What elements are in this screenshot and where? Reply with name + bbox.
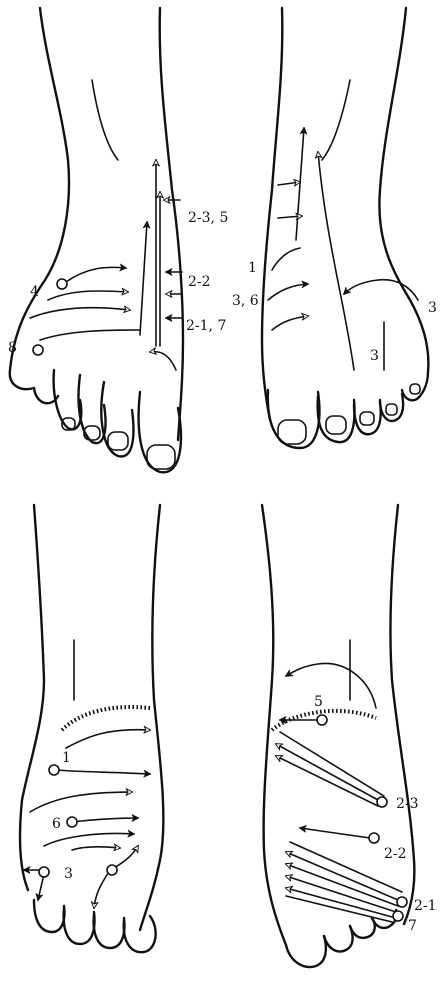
arrow-path xyxy=(318,152,354,370)
acupoint-marker xyxy=(49,765,59,775)
arrows xyxy=(268,128,418,370)
acupoint-marker xyxy=(393,911,403,921)
arrow-path xyxy=(272,248,300,270)
label: 8 xyxy=(8,340,17,356)
acupoint-marker xyxy=(33,345,43,355)
arrow-path xyxy=(66,730,150,748)
arrow-path xyxy=(278,216,302,218)
arrow-path xyxy=(276,756,378,806)
acupoint-marker xyxy=(377,797,387,807)
acupoint-marker xyxy=(107,865,117,875)
label: 1 xyxy=(248,260,257,276)
label: 7 xyxy=(408,918,417,934)
acupoint-marker xyxy=(317,715,327,725)
plantar-view-right-foot: 5 2-3 2-2 2-1 7 xyxy=(262,505,437,967)
label: 3, 6 xyxy=(232,293,259,309)
arrow-path xyxy=(56,770,150,774)
acupoint-marker xyxy=(67,817,77,827)
dorsal-view-left-foot: 1 3, 6 3 3 xyxy=(232,8,437,448)
label: 5 xyxy=(314,694,323,710)
arrows xyxy=(24,730,150,908)
arrow-path xyxy=(72,847,120,850)
arrow-path xyxy=(30,792,132,812)
acupoint-marker xyxy=(57,279,67,289)
label: 2-2 xyxy=(188,274,211,290)
label: 1 xyxy=(62,750,71,766)
arrow-path xyxy=(114,846,138,868)
arrow-path xyxy=(72,818,138,822)
dorsal-view-right-foot: 2-3, 5 2-2 2-1, 7 4 8 xyxy=(8,8,228,472)
acupoint-marker xyxy=(397,897,407,907)
plantar-view-left-foot: 1 6 3 xyxy=(20,505,163,952)
label: 2-3, 5 xyxy=(188,210,228,226)
arrow-path xyxy=(48,291,128,300)
label: 2-3 xyxy=(396,796,419,812)
arrow-path xyxy=(140,222,147,335)
arrow-path xyxy=(40,330,140,340)
arrow-path xyxy=(276,744,378,800)
arrow-path xyxy=(38,874,44,900)
arrow-path xyxy=(296,128,304,240)
foot-outline xyxy=(10,8,183,472)
foot-outline xyxy=(262,8,428,448)
arrow-path xyxy=(94,870,110,908)
arrow-path xyxy=(66,267,126,282)
label: 2-2 xyxy=(384,846,407,862)
label: 2-1, 7 xyxy=(186,318,226,334)
acupoint-marker xyxy=(369,833,379,843)
arrow-path xyxy=(30,308,130,318)
arrow-path xyxy=(300,828,370,838)
arrow-path xyxy=(278,182,300,185)
arrow-path xyxy=(286,896,392,922)
label: 6 xyxy=(52,816,61,832)
label: 3 xyxy=(64,866,73,882)
arrows xyxy=(276,663,402,922)
label: 3 xyxy=(370,348,379,364)
arrow-path xyxy=(268,284,308,300)
arrow-path xyxy=(150,352,176,370)
arrow-path xyxy=(44,834,134,847)
label: 2-1 xyxy=(414,898,437,914)
arrow-path xyxy=(286,663,376,708)
label: 4 xyxy=(30,284,39,300)
label: 3 xyxy=(428,300,437,316)
arrow-path xyxy=(280,732,384,796)
acupoint-marker xyxy=(39,867,49,877)
arrow-path xyxy=(272,316,308,330)
